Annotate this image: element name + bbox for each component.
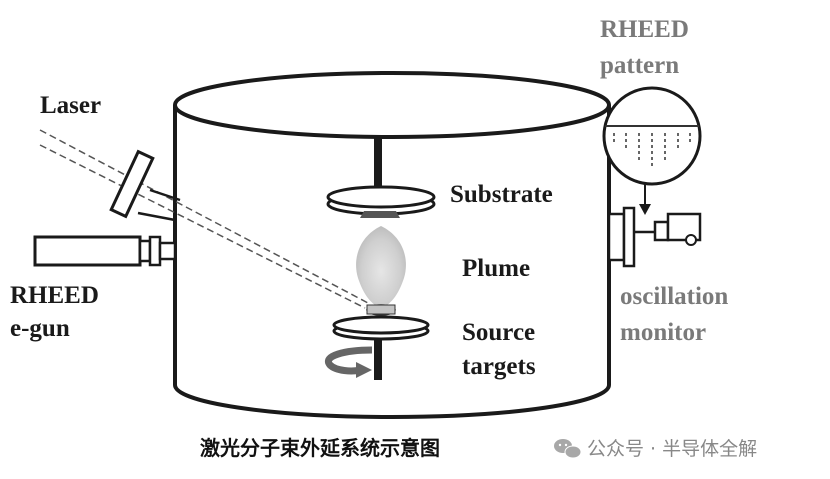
- laser-window: [109, 149, 155, 219]
- figure-caption: 激光分子束外延系统示意图: [200, 436, 440, 460]
- substrate-holder: [326, 137, 436, 218]
- laser-beam: [39, 129, 369, 309]
- oscillation-label: oscillation: [620, 283, 728, 310]
- rheed-gun-label: RHEED: [10, 282, 99, 309]
- e-gun-label: e-gun: [10, 315, 70, 342]
- plume-label: Plume: [462, 255, 530, 282]
- targets-label: targets: [462, 353, 536, 380]
- source-label: Source: [462, 319, 535, 346]
- rheed-pattern-label: RHEED: [600, 16, 689, 43]
- rheed-e-gun: [33, 235, 177, 267]
- signal-arrow-icon: [639, 183, 651, 215]
- source-targets: [332, 304, 430, 380]
- laser-label: Laser: [40, 92, 101, 119]
- substrate-label: Substrate: [450, 181, 553, 208]
- wechat-icon: [554, 439, 582, 459]
- oscillation-monitor: [607, 206, 702, 268]
- rheed-pattern-view: [602, 86, 702, 186]
- monitor-label: monitor: [620, 319, 706, 346]
- plume: [356, 226, 406, 308]
- pattern-label: pattern: [600, 52, 679, 79]
- rotation-arrow-icon: [324, 346, 373, 378]
- watermark-text: 公众号 · 半导体全解: [587, 438, 757, 460]
